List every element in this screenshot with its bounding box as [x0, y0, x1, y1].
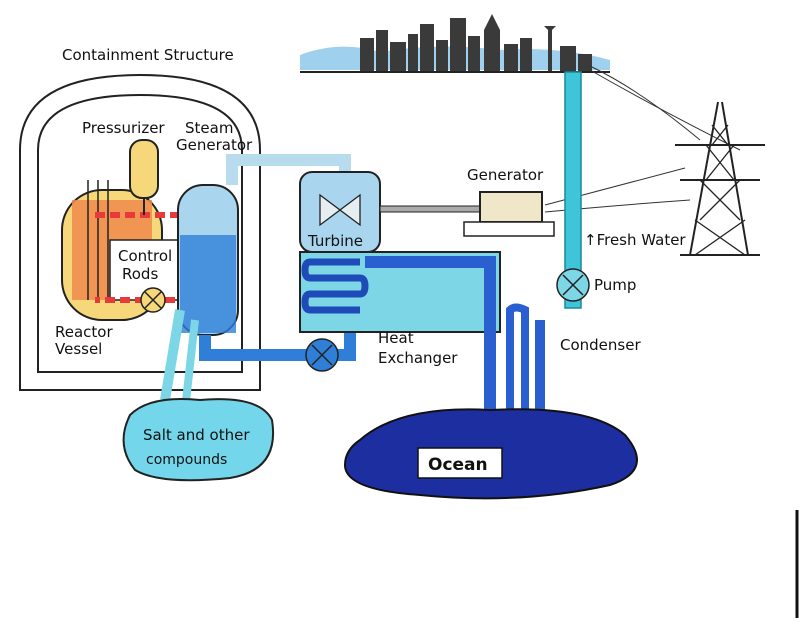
building: [420, 24, 434, 72]
control-rods-label-1: Control: [118, 247, 172, 265]
generator: [479, 191, 543, 223]
building: [450, 18, 466, 72]
condenser-label: Condenser: [560, 336, 641, 354]
steam-generator-label-1: Steam: [185, 119, 233, 137]
power-lines: [544, 65, 741, 213]
brine-pipe: [160, 309, 185, 401]
pressurizer-label: Pressurizer: [82, 119, 165, 137]
pump-cross: [562, 274, 584, 296]
brine-pipe-2: [181, 319, 199, 411]
power-line: [544, 167, 686, 206]
building: [504, 44, 518, 72]
steam-generator-water: [180, 235, 236, 333]
tower-legs: [689, 101, 749, 256]
building: [436, 40, 448, 72]
feedwater-pump-cross: [311, 344, 333, 366]
fresh-water-label: ↑Fresh Water: [584, 231, 686, 249]
power-line: [589, 65, 701, 141]
salt-label-1: Salt and other: [143, 426, 250, 444]
power-line: [544, 199, 691, 213]
building: [408, 34, 418, 72]
building: [468, 36, 480, 72]
tower-arms: [675, 144, 765, 181]
ocean-label: Ocean: [428, 455, 488, 475]
condenser-loop: [506, 303, 529, 420]
turbine-blades-icon: [319, 193, 361, 227]
ocean-label-box: [417, 447, 503, 479]
power-line: [589, 69, 741, 151]
turbine-label: Turbine: [307, 232, 363, 250]
tower: [544, 26, 556, 72]
heat-exchanger-coil: [301, 258, 369, 314]
building: [390, 42, 406, 72]
steam-pipe: [255, 154, 351, 175]
reactor-label-2: Vessel: [55, 340, 102, 358]
city-skyline: [300, 14, 610, 73]
turbine-shaft: [379, 205, 481, 213]
containment-label: Containment Structure: [62, 46, 234, 64]
generator-label: Generator: [467, 166, 544, 184]
transmission-tower: [675, 101, 765, 256]
tower-lattice: [694, 124, 746, 256]
steam-generator-label-2: Generator: [176, 136, 253, 154]
building: [360, 38, 374, 72]
building: [578, 54, 592, 72]
salt-container: [122, 398, 275, 482]
reactor-pump-cross: [144, 291, 162, 309]
fresh-water-pipe: [564, 71, 582, 309]
seawater-intake-pipe: [365, 256, 496, 420]
building: [520, 38, 532, 72]
heat-exchanger-label-2: Exchanger: [378, 349, 458, 367]
pressurizer: [129, 139, 159, 199]
salt-label-2: compounds: [146, 452, 227, 468]
spire-building: [484, 14, 500, 72]
control-rod-lines: [87, 180, 109, 300]
control-rods-label-2: Rods: [122, 265, 158, 283]
building: [560, 46, 576, 72]
pump-label: Pump: [594, 276, 636, 294]
heat-exchanger-label-1: Heat: [378, 329, 414, 347]
reactor-label-1: Reactor: [55, 323, 113, 341]
generator-base: [463, 221, 555, 237]
building: [376, 30, 388, 72]
